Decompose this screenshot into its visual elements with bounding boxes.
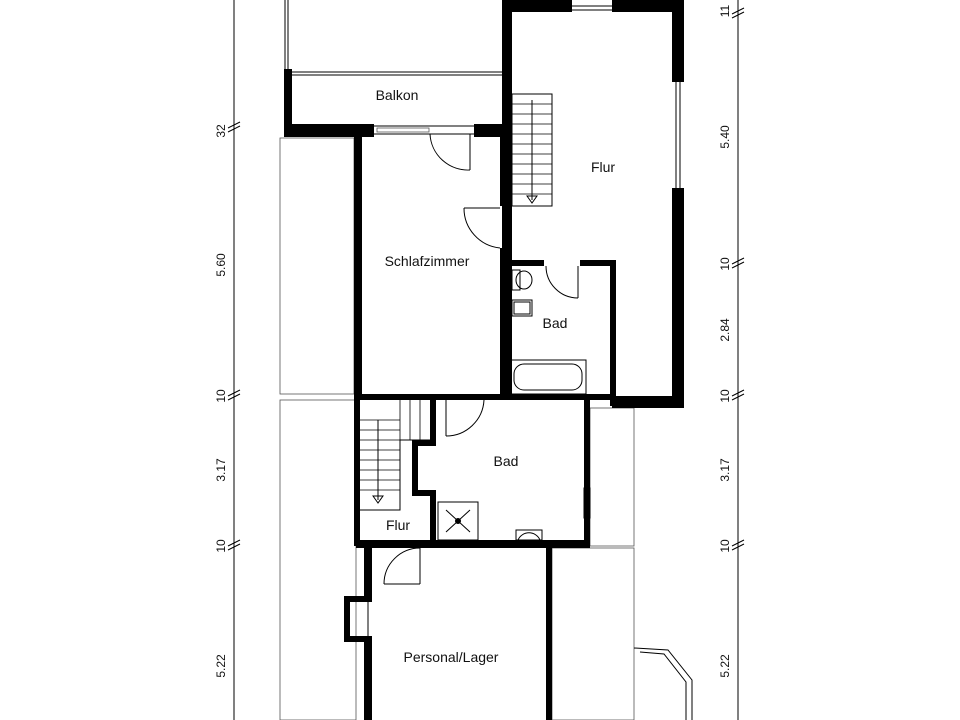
dim-left-1: 5.60 [214,253,228,277]
dim-right-0: 11 [718,4,732,17]
personal-lager-door [383,547,421,585]
room-label-bad-upper: Bad [543,315,568,331]
shower-icon [437,501,479,541]
dim-left-4: 10 [214,539,228,553]
dim-right-7: 5.22 [718,654,732,678]
dimension-line-left [227,0,241,720]
sink-lower-icon [515,529,543,541]
schlafzimmer-walls [354,134,614,400]
schlafzimmer-door-flur [463,207,501,249]
dim-right-5: 3.17 [718,458,732,482]
dim-right-6: 10 [718,539,732,553]
dim-right-4: 10 [718,389,732,403]
roof-hatch-left-upper [279,137,355,395]
bad-lower-door [445,399,485,437]
dim-left-3: 3.17 [214,458,228,482]
dim-right-3: 2.84 [718,318,732,342]
bad-upper-door [545,265,579,299]
dim-right-1: 5.40 [718,125,732,149]
flur-upper-stairs [511,93,553,207]
top-outline [284,0,289,70]
room-label-flur-lower: Flur [386,517,410,533]
room-label-balkon: Balkon [376,87,419,103]
flur-upper-walls [502,0,684,408]
schlafzimmer-door-balkon [429,133,471,171]
room-label-personal-lager: Personal/Lager [404,649,499,665]
room-label-bad-lower: Bad [494,453,519,469]
dimension-line-right [731,0,745,720]
bad-lower-window [583,487,591,519]
bathtub-upper-icon [509,359,587,395]
flur-lower-stairs [360,397,433,511]
bad-lower-walls [354,398,590,548]
roof-hatch-right-lower [551,407,635,720]
dim-right-2: 10 [718,257,732,271]
dim-left-5: 5.22 [214,654,228,678]
room-label-flur-upper: Flur [591,159,615,175]
toilet-upper-icon [511,269,533,291]
bad-upper-walls [508,260,616,266]
terrace-outline-right [633,647,693,720]
dim-left-0: 32 [214,124,228,138]
room-label-schlafzimmer: Schlafzimmer [385,253,470,269]
balkon-area [284,69,504,137]
sink-upper-icon [511,299,533,317]
personal-lager-walls [344,546,552,720]
dim-left-2: 10 [214,389,228,403]
